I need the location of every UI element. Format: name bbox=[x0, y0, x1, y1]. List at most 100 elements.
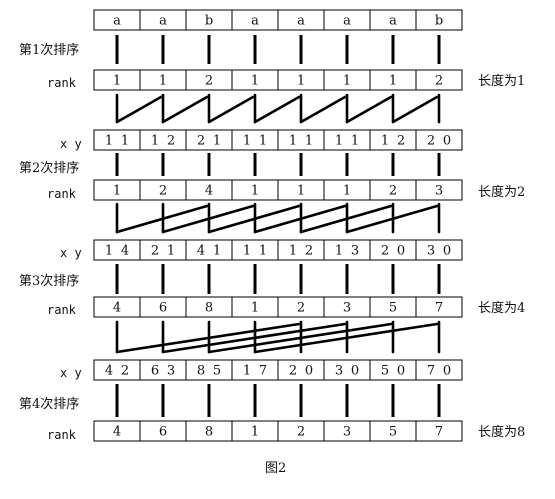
pair-y-cell: 5 bbox=[213, 364, 221, 379]
rank-row-1-label: rank bbox=[47, 76, 76, 90]
rank-row-3-label: rank bbox=[47, 303, 76, 317]
char-cell: a bbox=[389, 14, 397, 29]
rank-cell: 1 bbox=[113, 74, 121, 89]
rank-cell: 1 bbox=[297, 74, 305, 89]
length-8-label: 长度为8 bbox=[478, 425, 526, 440]
pair-y-cell: 1 bbox=[305, 134, 313, 149]
pair-x-cell: 1 bbox=[243, 244, 251, 259]
pair-y-cell: 2 bbox=[167, 134, 175, 149]
pair-y-cell: 1 bbox=[121, 134, 129, 149]
round-1-label: 第1次排序 bbox=[19, 43, 80, 58]
round-3-label: 第3次排序 bbox=[19, 274, 80, 289]
pair-y-cell: 2 bbox=[305, 244, 313, 259]
pair-y-cell: 7 bbox=[259, 364, 267, 379]
pair-y-cell: 1 bbox=[351, 134, 359, 149]
pair-y-cell: 0 bbox=[397, 244, 405, 259]
pair-x-cell: 4 bbox=[197, 244, 205, 259]
char-cell: b bbox=[205, 14, 213, 29]
pair-x-cell: 1 bbox=[335, 244, 343, 259]
rank-cell: 2 bbox=[297, 301, 305, 316]
xy-row-2-label: x y bbox=[60, 246, 82, 260]
char-cell: a bbox=[251, 14, 259, 29]
rank-cell: 1 bbox=[343, 184, 351, 199]
pair-y-cell: 3 bbox=[351, 244, 359, 259]
pair-x-cell: 3 bbox=[427, 244, 435, 259]
rank-cell: 3 bbox=[343, 301, 351, 316]
pairing-line bbox=[161, 95, 209, 124]
rank-cell: 7 bbox=[435, 301, 443, 316]
pair-y-cell: 1 bbox=[213, 134, 221, 149]
char-cell: a bbox=[159, 14, 167, 29]
char-cell: b bbox=[435, 14, 443, 29]
rank-cell: 1 bbox=[251, 74, 259, 89]
pairing-line bbox=[115, 95, 163, 124]
pair-x-cell: 8 bbox=[197, 364, 205, 379]
pair-y-cell: 2 bbox=[121, 364, 129, 379]
pair-x-cell: 2 bbox=[427, 134, 435, 149]
pairing-line bbox=[207, 95, 255, 124]
pair-y-cell: 1 bbox=[259, 134, 267, 149]
pairing-line bbox=[299, 95, 347, 124]
pair-y-cell: 0 bbox=[351, 364, 359, 379]
rank-cell: 1 bbox=[159, 74, 167, 89]
rank-row-4-label: rank bbox=[47, 428, 76, 442]
char-cell: a bbox=[297, 14, 305, 29]
rank-cell: 5 bbox=[389, 301, 397, 316]
pairing-line bbox=[391, 95, 439, 124]
pairing-line bbox=[345, 95, 393, 124]
round-2-label: 第2次排序 bbox=[19, 161, 80, 176]
xy-row-1-label: x y bbox=[60, 137, 82, 151]
pair-x-cell: 1 bbox=[289, 134, 297, 149]
pair-x-cell: 5 bbox=[381, 364, 389, 379]
rank-cell: 1 bbox=[343, 74, 351, 89]
pair-x-cell: 1 bbox=[243, 364, 251, 379]
pair-y-cell: 0 bbox=[443, 244, 451, 259]
pair-y-cell: 2 bbox=[397, 134, 405, 149]
pair-x-cell: 1 bbox=[151, 134, 159, 149]
rank-cell: 1 bbox=[389, 74, 397, 89]
length-1-label: 长度为1 bbox=[478, 74, 526, 89]
rank-cell: 1 bbox=[113, 184, 121, 199]
pair-x-cell: 4 bbox=[105, 364, 113, 379]
pair-x-cell: 2 bbox=[197, 134, 205, 149]
char-cell: a bbox=[113, 14, 121, 29]
rank-row-2-label: rank bbox=[47, 187, 76, 201]
pair-x-cell: 6 bbox=[151, 364, 159, 379]
pair-x-cell: 1 bbox=[381, 134, 389, 149]
rank-cell: 4 bbox=[113, 425, 121, 440]
pair-y-cell: 0 bbox=[397, 364, 405, 379]
rank-cell: 8 bbox=[205, 301, 213, 316]
pair-x-cell: 1 bbox=[243, 134, 251, 149]
rank-cell: 5 bbox=[389, 425, 397, 440]
rank-cell: 8 bbox=[205, 425, 213, 440]
rank-cell: 2 bbox=[435, 74, 443, 89]
pair-y-cell: 0 bbox=[305, 364, 313, 379]
rank-cell: 2 bbox=[297, 425, 305, 440]
pair-x-cell: 1 bbox=[289, 244, 297, 259]
figure-caption: 图2 bbox=[265, 461, 287, 476]
rank-cell: 2 bbox=[205, 74, 213, 89]
pair-x-cell: 7 bbox=[427, 364, 435, 379]
pair-y-cell: 0 bbox=[443, 134, 451, 149]
xy-row-3-label: x y bbox=[60, 366, 82, 380]
round-4-label: 第4次排序 bbox=[19, 397, 80, 412]
pair-y-cell: 4 bbox=[121, 244, 129, 259]
rank-cell: 1 bbox=[251, 425, 259, 440]
length-2-label: 长度为2 bbox=[478, 185, 526, 200]
rank-cell: 2 bbox=[389, 184, 397, 199]
rank-cell: 3 bbox=[343, 425, 351, 440]
rank-cell: 2 bbox=[159, 184, 167, 199]
pair-y-cell: 1 bbox=[259, 244, 267, 259]
length-4-label: 长度为4 bbox=[478, 301, 526, 316]
pair-y-cell: 3 bbox=[167, 364, 175, 379]
rank-cell: 4 bbox=[113, 301, 121, 316]
pair-y-cell: 1 bbox=[213, 244, 221, 259]
char-cell: a bbox=[343, 14, 351, 29]
pair-y-cell: 1 bbox=[167, 244, 175, 259]
pair-x-cell: 2 bbox=[381, 244, 389, 259]
pair-x-cell: 1 bbox=[105, 134, 113, 149]
rank-cell: 6 bbox=[159, 301, 167, 316]
rank-cell: 1 bbox=[297, 184, 305, 199]
